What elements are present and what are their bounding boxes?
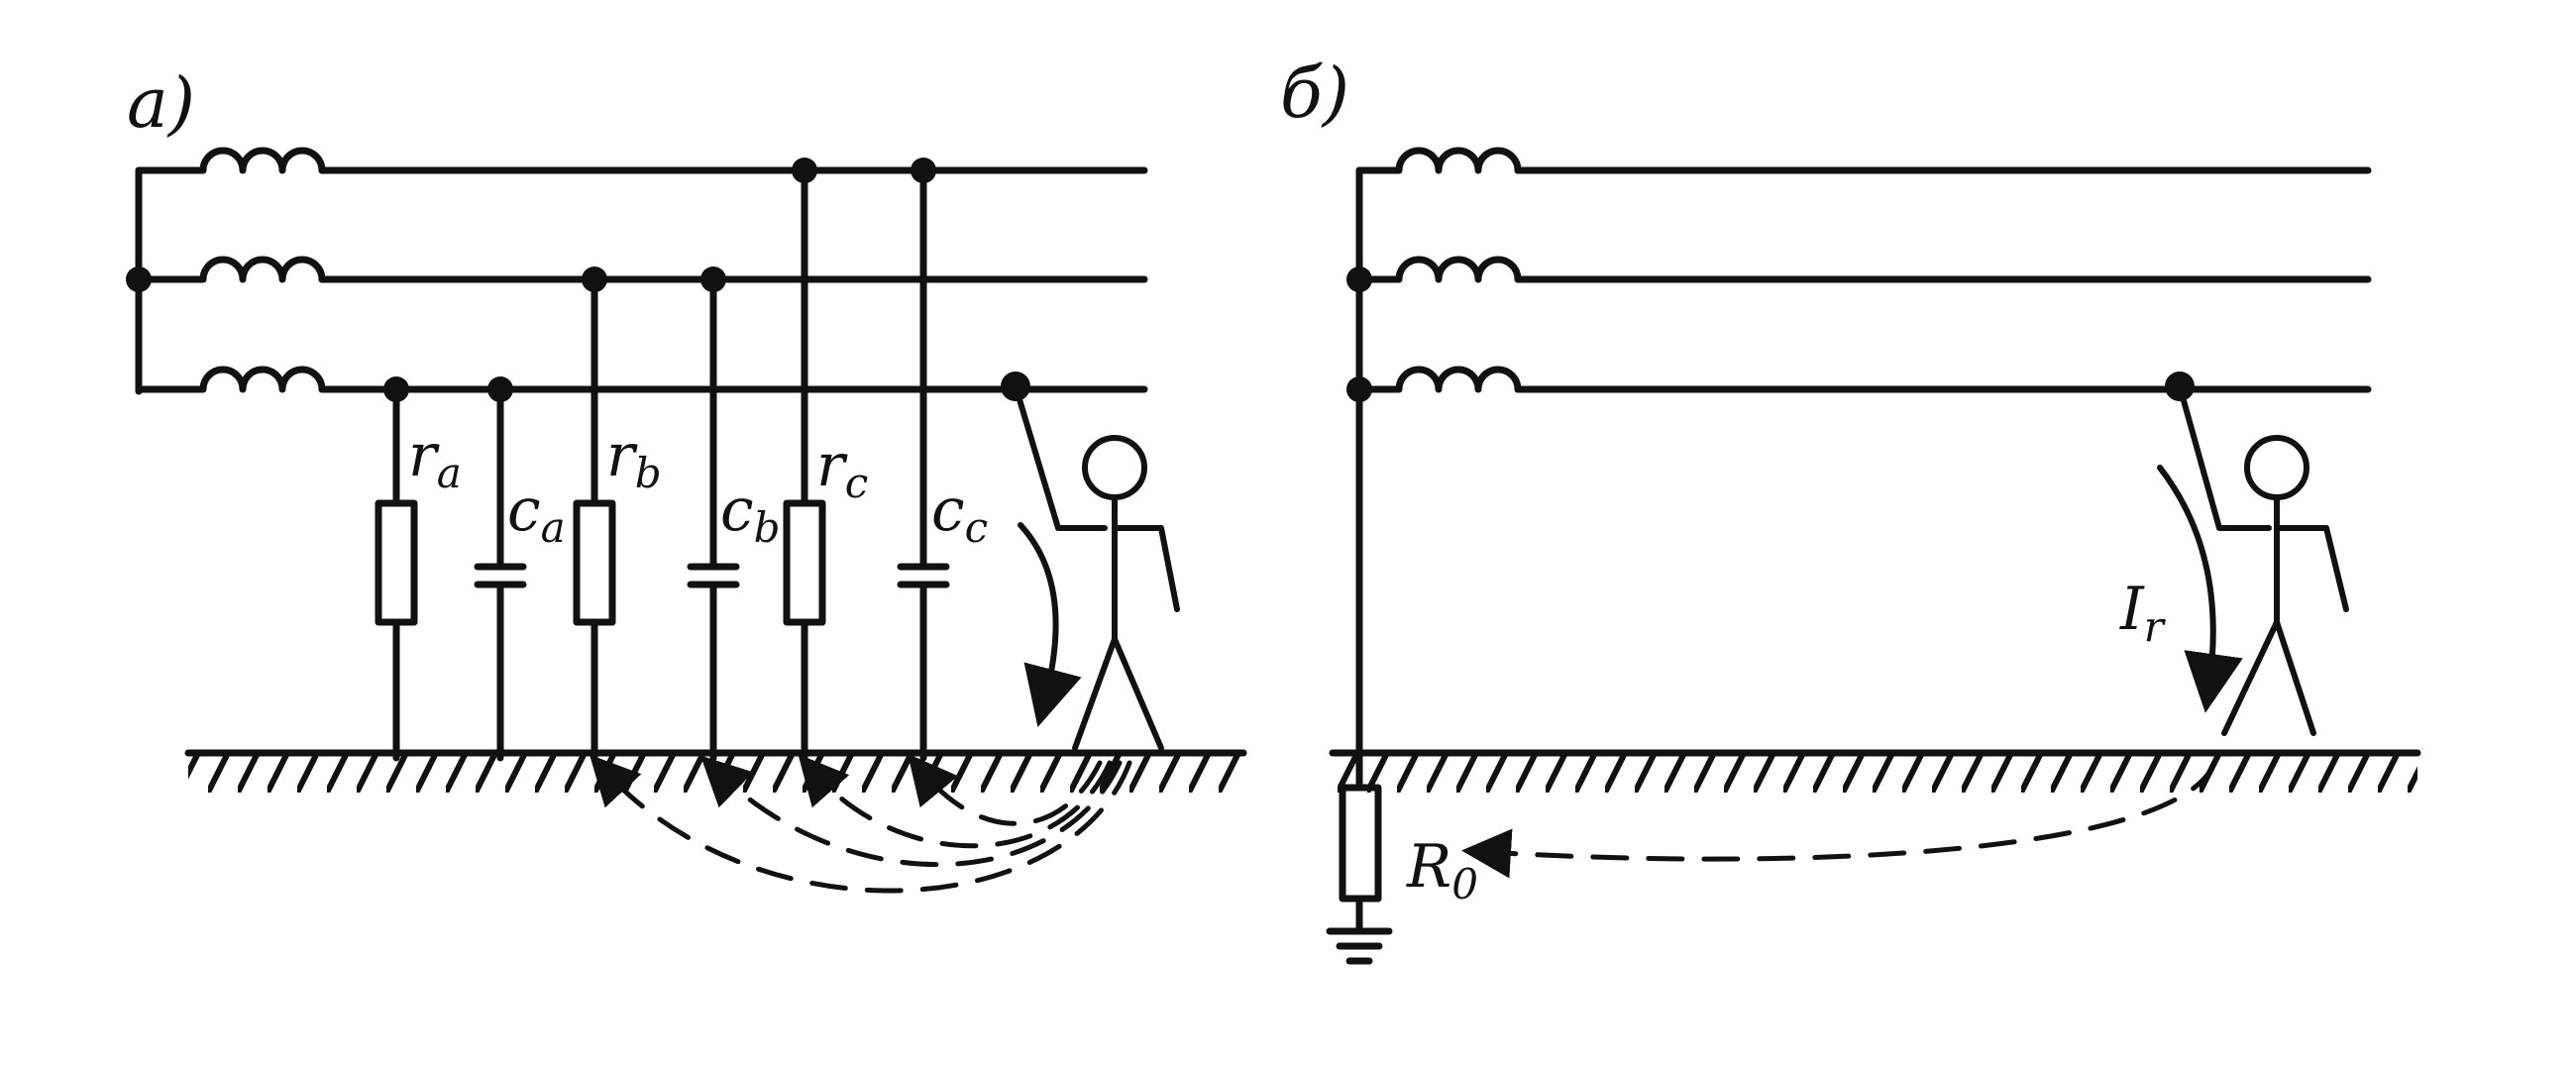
current-arrow-a [1018, 522, 1082, 728]
ground-symbol [1326, 927, 1393, 965]
capacitor-c-a [474, 376, 527, 762]
label-i-r: Ir [2119, 575, 2167, 651]
capacitor-c-c [897, 158, 950, 762]
person-touching-conductor [1001, 372, 1180, 751]
winding-phase-a-b [1355, 147, 1522, 174]
winding-phase-b-b [1355, 256, 1522, 283]
panel-a-isolated-neutral: a) ra ca [126, 62, 1247, 894]
label-c-b: cb [720, 476, 781, 552]
capacitor-c-b [687, 266, 740, 762]
leakage-current-paths [589, 753, 1132, 894]
neutral-node [126, 266, 152, 292]
label-r-b: rb [606, 421, 662, 497]
label-r-0: R0 [1406, 832, 1478, 908]
winding-phase-c-b [1355, 366, 1522, 393]
label-r-c: rc [816, 431, 868, 507]
label-c-a: ca [507, 476, 566, 552]
winding-phase-b [135, 256, 326, 283]
panel-b-grounded-neutral: б) R0 [1280, 53, 2421, 965]
panel-b-label: б) [1280, 53, 1349, 134]
resistor-r-a [375, 376, 418, 762]
source-windings [126, 147, 326, 395]
label-c-c: cc [931, 476, 988, 552]
winding-phase-a [135, 147, 326, 174]
neutral-node-b [1346, 266, 1372, 292]
panel-a-label: a) [127, 62, 195, 144]
current-arrow-b [2157, 465, 2243, 713]
winding-phase-c [135, 366, 326, 393]
earth-ground-b [1329, 749, 2421, 793]
source-windings-b [1346, 147, 1522, 757]
person-touching-conductor-b [2165, 372, 2349, 736]
resistor-r-c [783, 158, 826, 762]
fault-current-path [1461, 760, 2217, 879]
resistor-r-b [573, 266, 616, 762]
label-r-a: ra [408, 421, 462, 497]
